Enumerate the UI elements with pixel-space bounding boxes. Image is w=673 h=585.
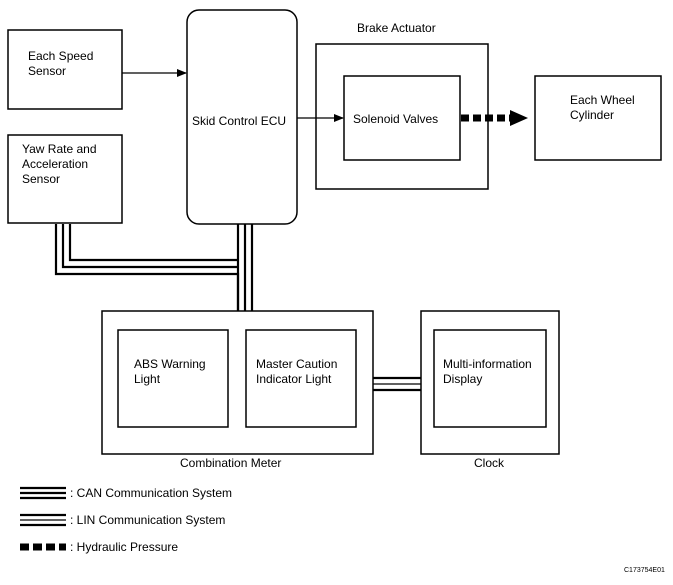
can-bus-ecu-meter <box>236 224 254 311</box>
multi-display-label: Multi-information Display <box>443 357 532 386</box>
hydraulic-arrow-head <box>510 110 528 126</box>
yaw-sensor-label: Yaw Rate and Acceleration Sensor <box>22 142 97 186</box>
legend-hydraulic-label: : Hydraulic Pressure <box>70 540 179 554</box>
multi-display-box <box>433 329 547 428</box>
wheel-cylinder-label: Each Wheel Cylinder <box>570 93 635 122</box>
yaw-sensor-box <box>7 134 123 224</box>
abs-light-label: ABS Warning Light <box>134 357 206 386</box>
solenoid-valves-box <box>343 75 461 161</box>
wheel-cylinder-box <box>534 75 662 161</box>
speed-sensor-box <box>7 29 123 110</box>
clock-box <box>420 310 560 455</box>
legend-lin-label: : LIN Communication System <box>70 513 226 527</box>
legend-lin-symbol <box>20 513 66 527</box>
lin-bus-meter-clock <box>373 376 421 392</box>
legend-can-symbol <box>20 486 66 500</box>
figure-code: C173754E01 <box>624 567 665 574</box>
speed-sensor-label: Each Speed Sensor <box>28 49 94 78</box>
master-caution-box <box>245 329 357 428</box>
brake-actuator-label: Brake Actuator <box>357 21 436 35</box>
abs-light-box <box>117 329 229 428</box>
skid-ecu-box <box>186 9 298 225</box>
solenoid-valves-label: Solenoid Valves <box>353 112 439 126</box>
can-bus-yaw-meter <box>54 224 240 311</box>
master-caution-label: Master Caution Indicator Light <box>256 357 338 386</box>
clock-label: Clock <box>474 456 505 470</box>
legend-can-label: : CAN Communication System <box>70 486 233 500</box>
combination-meter-label: Combination Meter <box>180 456 282 470</box>
skid-ecu-label: Skid Control ECU <box>192 114 287 128</box>
